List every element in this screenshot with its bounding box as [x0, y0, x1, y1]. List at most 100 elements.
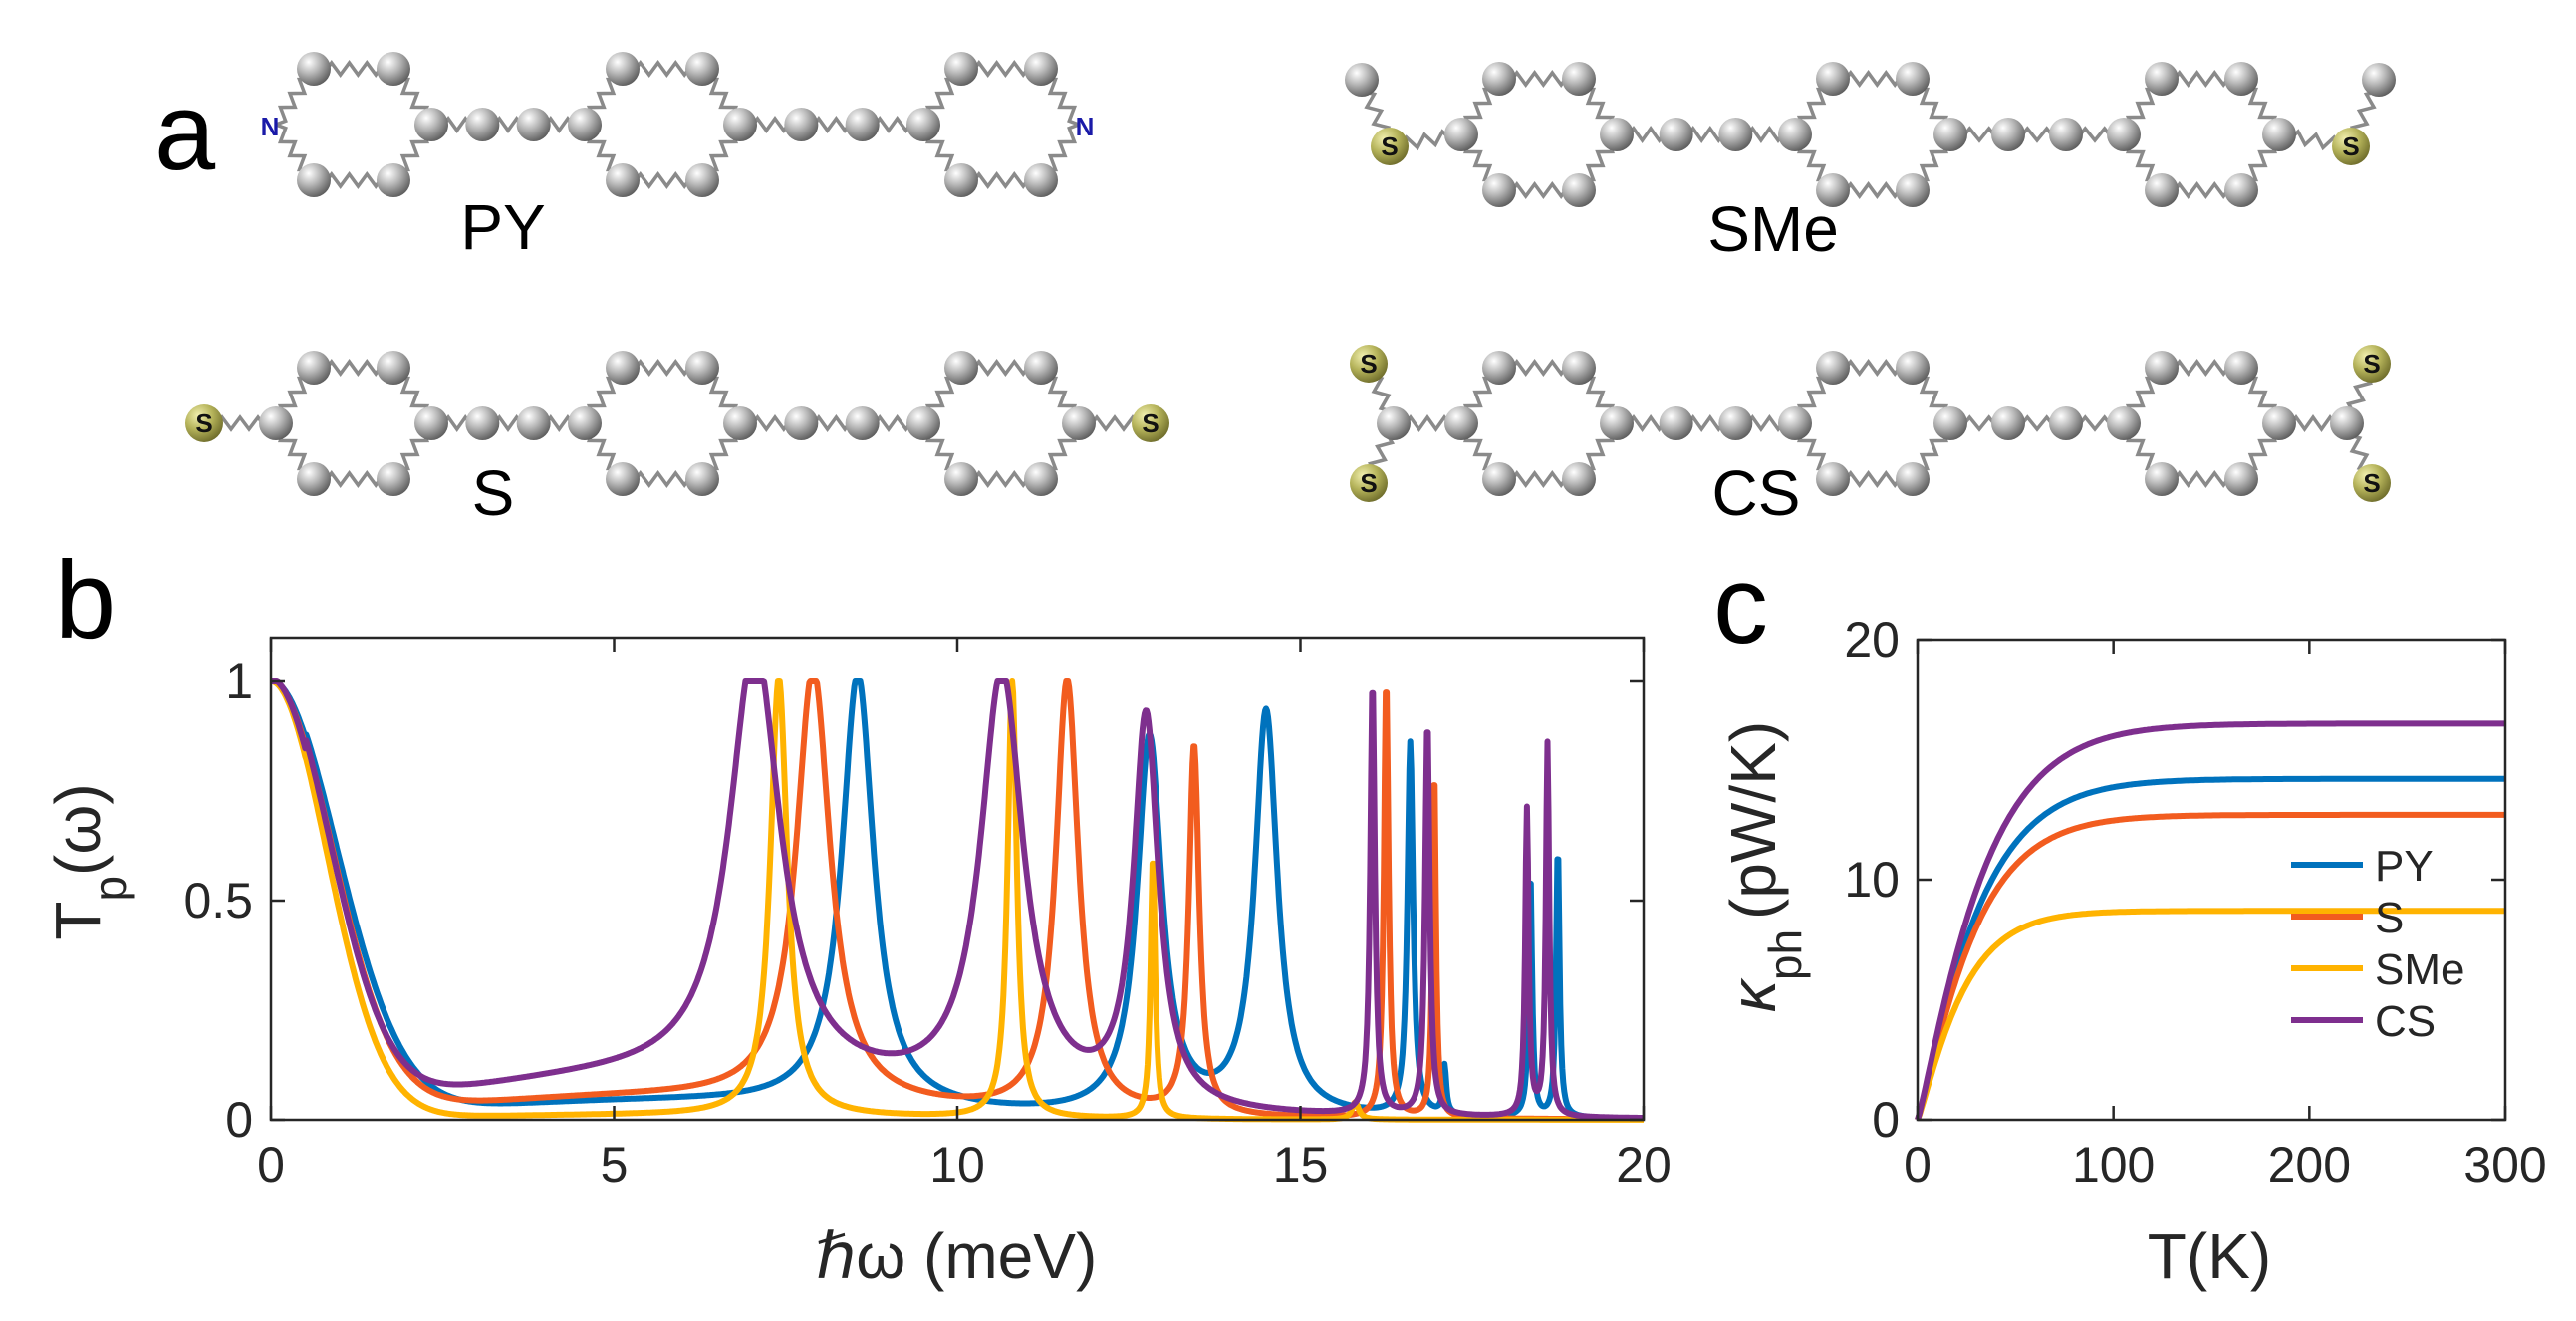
y-axis-label-b: Tp(ω)	[42, 783, 135, 939]
legend-label-py: PY	[2375, 842, 2434, 891]
carbon-atom	[1562, 173, 1596, 207]
carbon-atom	[2262, 406, 2296, 440]
svg-text:Tp(ω): Tp(ω)	[42, 783, 135, 939]
carbon-atom	[944, 351, 978, 385]
carbon-atom	[1562, 462, 1596, 496]
x-tick-label-b: 0	[257, 1137, 285, 1192]
carbon-atom	[297, 462, 331, 496]
carbon-atom	[1482, 462, 1516, 496]
x-tick-label-b: 20	[1616, 1137, 1672, 1192]
carbon-atom	[1991, 406, 2025, 440]
y-tick-label-c: 10	[1844, 852, 1900, 908]
carbon-atom	[685, 163, 719, 197]
y-tick-label-b: 0	[225, 1092, 253, 1148]
carbon-atom	[2145, 462, 2179, 496]
plot-area-c	[1915, 720, 2506, 1122]
carbon-atom	[2107, 406, 2141, 440]
sulfur-atom-label: S	[2363, 349, 2380, 379]
carbon-atom	[297, 163, 331, 197]
sulfur-atom-label: S	[1381, 132, 1398, 161]
carbon-atom	[1778, 118, 1812, 151]
carbon-atom	[1377, 406, 1411, 440]
carbon-atom	[377, 351, 410, 385]
carbon-atom	[944, 163, 978, 197]
carbon-atom	[1600, 406, 1634, 440]
carbon-atom	[685, 52, 719, 86]
carbon-atom	[685, 351, 719, 385]
sulfur-atom	[2332, 128, 2370, 165]
carbon-atom	[784, 108, 819, 141]
carbon-atom	[2224, 351, 2258, 385]
carbon-atom	[606, 351, 640, 385]
carbon-atom	[906, 406, 940, 440]
sulfur-atom	[2353, 345, 2391, 383]
sulfur-atom-label: S	[2342, 132, 2359, 161]
carbon-atom	[465, 406, 500, 440]
x-axis-label-b: ℏω (meV)	[816, 1220, 1098, 1292]
carbon-atom	[1562, 351, 1596, 385]
carbon-atom	[944, 52, 978, 86]
x-tick-label-c: 200	[2268, 1137, 2351, 1192]
carbon-atom	[465, 108, 500, 141]
y-tick-label-b: 0.5	[183, 873, 253, 928]
carbon-atom	[606, 462, 640, 496]
carbon-atom	[1718, 118, 1753, 151]
molecule-label-sme: SMe	[1707, 193, 1839, 265]
carbon-atom	[1024, 462, 1058, 496]
carbon-atom	[1896, 462, 1930, 496]
plot-area-b	[269, 678, 1646, 1123]
carbon-atom	[1345, 63, 1379, 97]
carbon-atom	[1024, 163, 1058, 197]
carbon-atom	[1600, 118, 1634, 151]
carbon-atom	[568, 406, 602, 440]
carbon-atom	[1933, 118, 1967, 151]
carbon-atom	[606, 163, 640, 197]
x-tick-label-b: 15	[1273, 1137, 1329, 1192]
carbon-atom	[1816, 462, 1850, 496]
series-line-sme	[1915, 908, 2506, 1122]
carbon-atom	[2224, 462, 2258, 496]
carbon-atom	[2145, 173, 2179, 207]
x-tick-label-b: 5	[601, 1137, 629, 1192]
series-line-s	[1915, 811, 2506, 1121]
carbon-atom	[377, 163, 410, 197]
sulfur-atom	[2353, 464, 2391, 502]
carbon-atom	[1482, 351, 1516, 385]
carbon-atom	[1482, 173, 1516, 207]
carbon-atom	[723, 108, 757, 141]
carbon-atom	[1896, 62, 1930, 96]
carbon-atom	[1482, 62, 1516, 96]
carbon-atom	[516, 406, 551, 440]
carbon-atom	[685, 462, 719, 496]
panel-letter-a: a	[154, 71, 216, 193]
y-tick-label-b: 1	[225, 654, 253, 709]
nitrogen-atom-label: N	[1076, 112, 1095, 141]
molecule-label-s: S	[472, 457, 515, 529]
carbon-atom	[1896, 173, 1930, 207]
carbon-atom	[377, 462, 410, 496]
carbon-atom	[2107, 118, 2141, 151]
carbon-atom	[2145, 351, 2179, 385]
sulfur-atom	[1350, 345, 1388, 383]
y-tick-label-c: 0	[1872, 1092, 1900, 1148]
molecule-label-cs: CS	[1712, 457, 1801, 529]
carbon-atom	[1444, 118, 1478, 151]
carbon-atom	[944, 462, 978, 496]
sulfur-atom	[185, 404, 223, 442]
panel-letter-c: c	[1713, 544, 1768, 666]
carbon-atom	[2224, 173, 2258, 207]
series-line-s	[269, 678, 1646, 1123]
molecule-label-py: PY	[460, 191, 545, 263]
carbon-atom	[297, 351, 331, 385]
sulfur-atom	[1371, 128, 1409, 165]
sulfur-atom	[1350, 464, 1388, 502]
carbon-atom	[414, 406, 448, 440]
carbon-atom	[1816, 351, 1850, 385]
sulfur-atom-label: S	[2363, 468, 2380, 498]
